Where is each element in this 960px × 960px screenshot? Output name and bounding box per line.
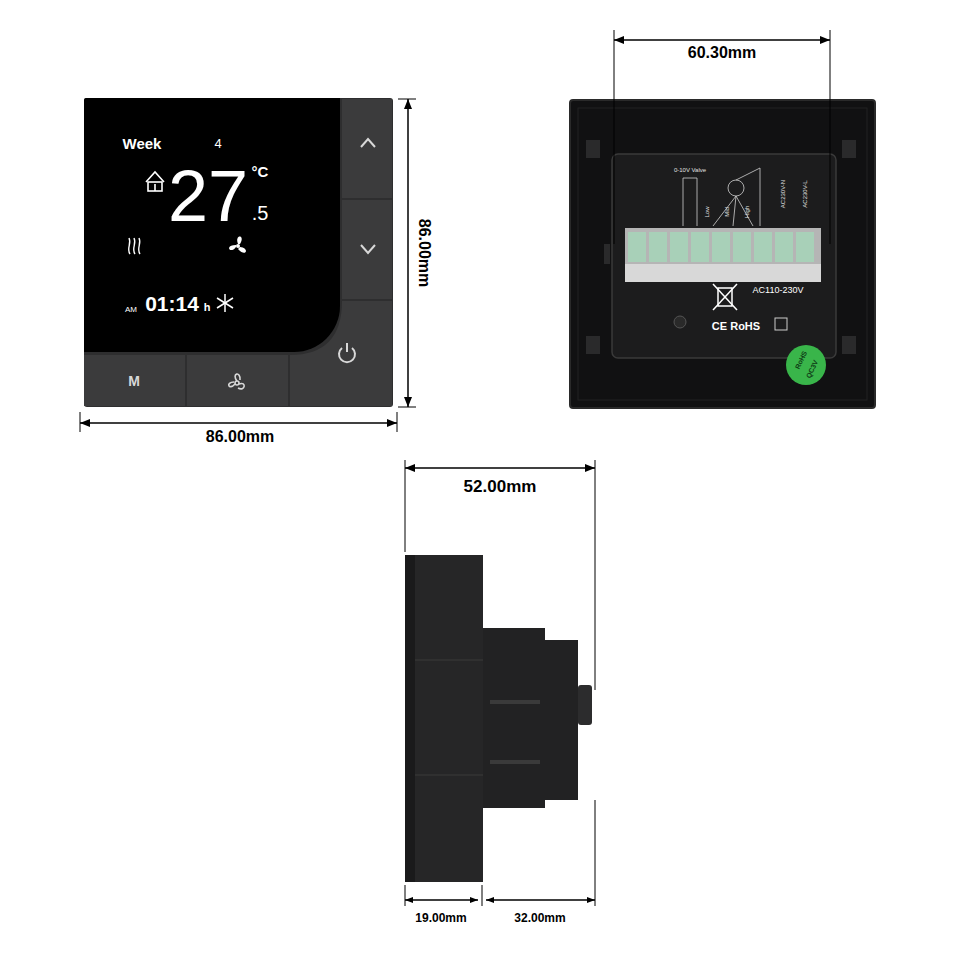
temperature-reading: 27: [168, 160, 248, 232]
extension-line: [405, 885, 406, 906]
fan-icon: [229, 374, 244, 389]
dimension-label: 32.00mm: [512, 911, 567, 925]
up-button: [342, 99, 392, 198]
dimension-label: 19.00mm: [413, 911, 468, 925]
house-icon: [146, 172, 164, 191]
dimension-label: 60.30mm: [686, 44, 759, 62]
fan-button: [187, 355, 288, 406]
certification-mark: CE RoHS: [712, 321, 760, 332]
arrowhead: [587, 897, 595, 903]
panel-side: [415, 555, 483, 882]
up-icon: [361, 139, 375, 147]
hour-unit: h: [204, 302, 211, 313]
screw-hole: [674, 316, 686, 328]
arrowhead: [80, 419, 90, 427]
terminal-marking: 0-10V Valve: [674, 167, 706, 173]
extension-line: [398, 407, 416, 408]
dimension-line: [405, 467, 595, 469]
terminal-base: [625, 264, 821, 282]
clock-time: 01:14: [145, 293, 199, 314]
dimension-label: 86.00mm: [415, 217, 433, 290]
extension-line: [405, 460, 406, 552]
arrowhead: [405, 464, 415, 472]
back-plate-rim: [578, 108, 867, 400]
extension-line: [398, 99, 416, 100]
weee-symbol: [713, 284, 737, 310]
snowflake-icon: [217, 294, 233, 312]
temperature-decimal: .5: [252, 203, 269, 223]
week-day: 4: [214, 137, 221, 150]
qc-sticker: [786, 345, 826, 385]
am-pm: AM: [125, 306, 137, 314]
terminals: [628, 232, 814, 262]
panel-seam: [415, 775, 483, 776]
arrowhead: [820, 36, 830, 44]
arrowhead: [405, 897, 413, 903]
voltage-rating: AC110-230V: [753, 286, 804, 295]
terminal-marking: AC230V-N: [780, 180, 786, 208]
dimension-line: [486, 899, 595, 901]
vent: [490, 700, 540, 704]
heat-icon: [129, 238, 140, 254]
week-label: Week: [123, 136, 162, 151]
dimension-line: [614, 39, 830, 41]
unit-label: °C: [252, 164, 269, 179]
extension-line: [397, 412, 398, 432]
back-plate: [570, 100, 875, 408]
mode-button: M: [84, 355, 185, 406]
module-side: [483, 628, 578, 808]
front-plate-side: [405, 555, 415, 882]
arrowhead: [470, 897, 478, 903]
dimension-line: [405, 899, 478, 901]
terminal-marking: Low: [704, 206, 710, 217]
terminal-marking: Mid: [724, 207, 730, 217]
extension-line: [80, 412, 81, 432]
mode-button-label: M: [128, 374, 140, 388]
lcd-display: Week 4 27 °C .5AM 01:14 h: [84, 98, 340, 352]
rear-module: [612, 154, 836, 358]
extension-line: [614, 30, 615, 244]
arrowhead: [614, 36, 624, 44]
fan-icon: [229, 237, 246, 253]
extension-line: [482, 885, 483, 906]
front-panel: [84, 98, 393, 407]
vent: [490, 760, 540, 764]
arrowhead: [486, 897, 494, 903]
panel-seam: [415, 660, 483, 661]
dimension-line: [407, 99, 409, 407]
arrowhead: [387, 419, 397, 427]
power-icon: [346, 343, 348, 352]
extension-line: [830, 30, 831, 244]
dimension-label: 52.00mm: [462, 477, 539, 496]
down-button: [342, 200, 392, 299]
extension-line: [595, 800, 596, 906]
dimension-line: [80, 422, 397, 424]
mark-box: [775, 318, 787, 330]
arrowhead: [404, 99, 412, 109]
connector-side: [578, 685, 592, 725]
terminal-marking: High: [744, 206, 750, 218]
extension-line: [595, 460, 596, 690]
arrowhead: [585, 464, 595, 472]
wiring-diagram: [683, 168, 760, 226]
terminal-marking: AC230V-L: [802, 180, 808, 207]
down-icon: [361, 245, 375, 253]
dimension-label: 86.00mm: [204, 428, 277, 446]
arrowhead: [404, 397, 412, 407]
terminal-block: [625, 228, 821, 282]
